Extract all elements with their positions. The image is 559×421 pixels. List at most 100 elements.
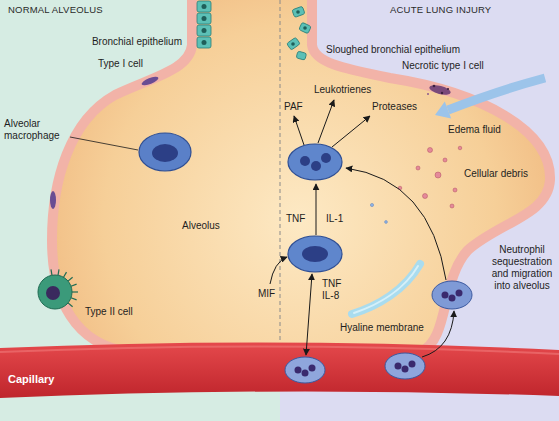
part-label: Capillary	[8, 373, 54, 385]
hyaline-membrane	[352, 264, 420, 314]
activated-macrophage	[300, 156, 310, 166]
macrophage	[288, 236, 342, 272]
label-text: Type II cell	[85, 306, 133, 317]
edema-arrow	[435, 102, 451, 119]
debris	[458, 146, 462, 150]
arrows	[422, 311, 454, 357]
debris	[443, 158, 447, 162]
macrophage	[288, 236, 342, 272]
mediator-label: MIF	[258, 288, 275, 300]
neutrophil	[385, 353, 425, 379]
label-text: Neutrophil sequestration and migration i…	[492, 244, 553, 291]
part-label: Type II cell	[85, 306, 133, 318]
panel-heading: NORMAL ALVEOLUS	[8, 4, 103, 16]
label-text: ACUTE LUNG INJURY	[390, 4, 491, 15]
label-text: Sloughed bronchial epithelium	[326, 44, 460, 55]
bronchial-epithelium	[197, 1, 211, 12]
type-one-cell	[50, 191, 56, 209]
sloughed-cells	[292, 6, 305, 17]
arrows	[294, 116, 304, 145]
neutrophil	[402, 366, 409, 373]
type-two-cell	[68, 303, 73, 307]
bronchial-epithelium	[202, 16, 207, 21]
alveolus-sac	[52, 0, 550, 352]
sloughed-cells	[299, 22, 311, 33]
activated-macrophage	[321, 153, 331, 163]
part-label: Necrotic type I cell	[402, 60, 484, 72]
debris	[450, 204, 454, 208]
type-two-cell	[64, 272, 67, 277]
label-text: Leukotrienes	[314, 84, 371, 95]
type-two-cell	[51, 269, 52, 275]
neutrophil	[295, 367, 302, 374]
alveolar-macrophage	[139, 133, 191, 171]
part-label: Cellular debris	[464, 168, 528, 180]
debris	[370, 203, 373, 206]
mediator-label: Leukotrienes	[314, 84, 371, 96]
bronchial-epithelium	[197, 1, 211, 48]
label-text: PAF	[284, 101, 303, 112]
alveolar-macrophage	[152, 144, 178, 162]
arrows	[306, 274, 312, 355]
debris	[423, 194, 428, 199]
type-two-cell	[46, 286, 60, 300]
label-text: Edema fluid	[448, 124, 501, 135]
panel-heading: ACUTE LUNG INJURY	[390, 4, 491, 16]
neutrophil	[285, 281, 472, 383]
label-text: NORMAL ALVEOLUS	[8, 4, 103, 15]
label-text: MIF	[258, 288, 275, 299]
type-one-cell	[141, 75, 160, 87]
necrotic-cell	[428, 83, 451, 96]
capillary	[0, 342, 559, 398]
necrotic-cell	[427, 83, 452, 96]
process-label: Neutrophil sequestration and migration i…	[490, 244, 554, 292]
part-label: Edema fluid	[448, 124, 501, 136]
label-text: Hyaline membrane	[340, 322, 424, 333]
debris	[385, 221, 388, 224]
sloughed-cells	[296, 10, 300, 14]
sloughed-cells	[287, 37, 301, 50]
type-two-cell	[38, 275, 72, 309]
mediator-label: Proteases	[372, 101, 417, 113]
mediator-label: TNF	[286, 213, 305, 225]
hyaline-membrane	[354, 266, 418, 313]
sloughed-cells	[303, 26, 307, 30]
bronchial-epithelium	[197, 13, 211, 24]
activated-macrophage	[311, 161, 321, 171]
label-text: Capillary	[8, 373, 54, 385]
label-text: Proteases	[372, 101, 417, 112]
edema-arrow	[448, 78, 545, 110]
activated-macrophage	[288, 144, 342, 180]
debris	[370, 146, 461, 223]
arrows	[270, 100, 454, 357]
neutrophil	[302, 370, 309, 377]
neutrophil	[442, 292, 449, 299]
necrotic-cell	[441, 92, 443, 94]
arrows	[346, 168, 446, 280]
label-text: Alveolus	[182, 220, 220, 231]
part-label: Alveolar macrophage	[4, 118, 66, 142]
label-text: TNF IL-8	[322, 278, 341, 301]
mediator-label: IL-1	[326, 213, 343, 225]
necrotic-cell	[427, 93, 429, 95]
type-two-cell	[72, 291, 78, 292]
neutrophil	[432, 281, 472, 309]
mediator-label: TNF IL-8	[322, 278, 350, 302]
sloughed-cells	[296, 51, 307, 60]
neutrophil	[456, 290, 463, 297]
type-two-cell	[58, 269, 59, 275]
part-label: Bronchial epithelium	[80, 36, 182, 48]
activated-macrophage	[288, 144, 342, 180]
bronchial-epithelium	[197, 25, 211, 36]
arrows	[270, 257, 287, 284]
bronchial-epithelium	[202, 4, 207, 9]
part-label: Type I cell	[98, 58, 143, 70]
label-text: Cellular debris	[464, 168, 528, 179]
label-text: Bronchial epithelium	[92, 36, 182, 47]
capillary	[0, 346, 559, 354]
type-two-cell	[71, 284, 77, 286]
arrows	[332, 116, 370, 147]
type-two-cell	[71, 298, 77, 300]
